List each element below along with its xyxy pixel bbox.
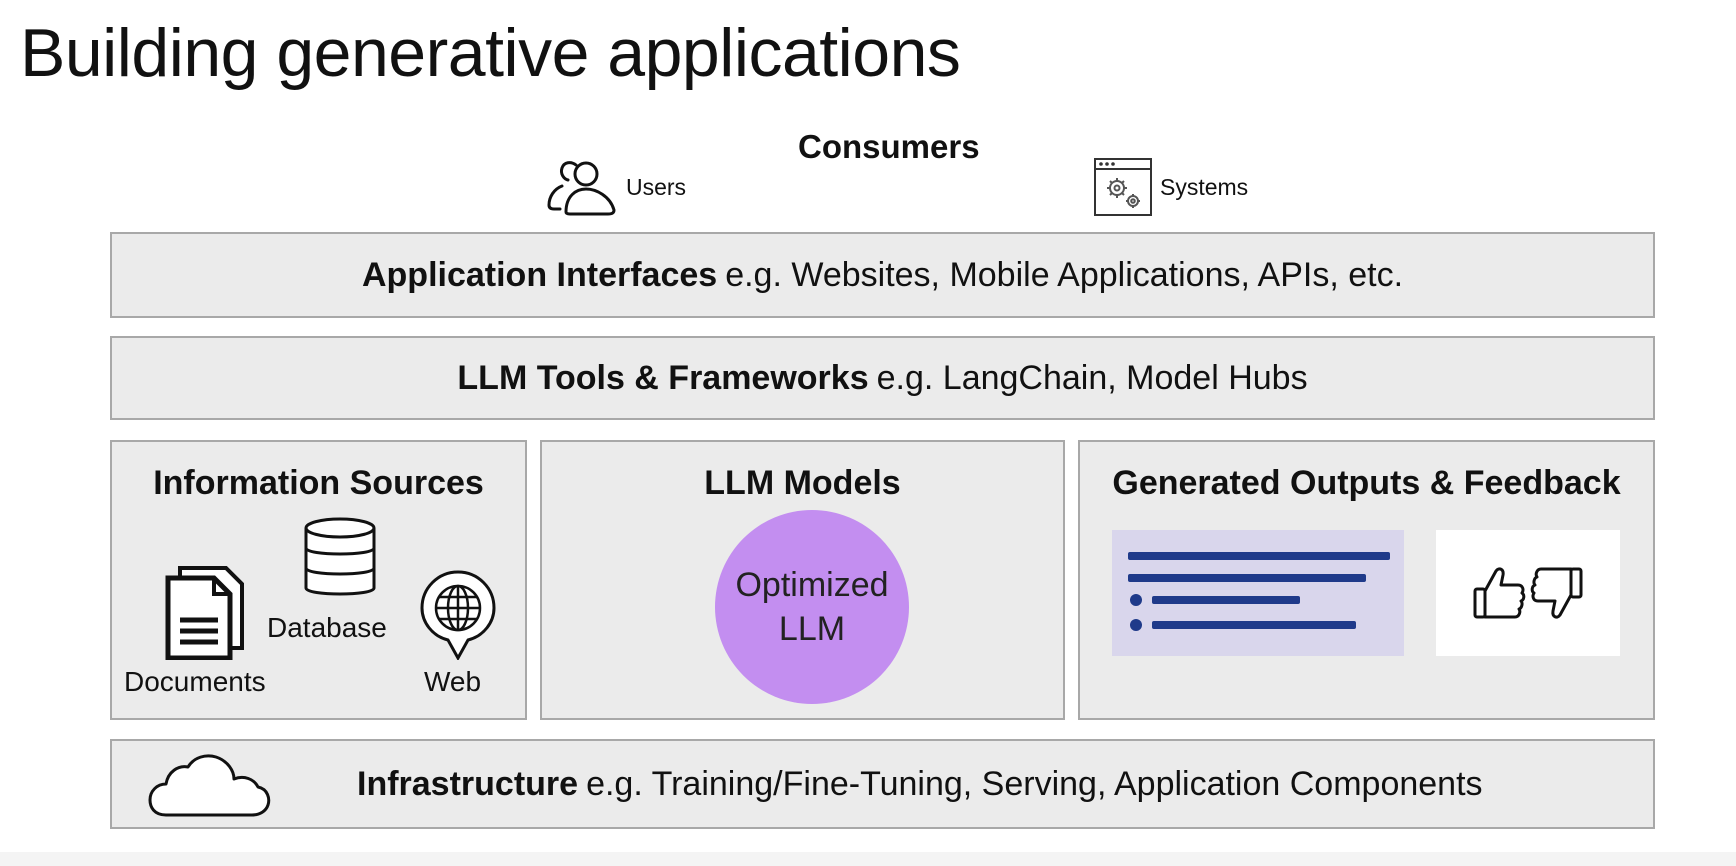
documents-icon <box>165 566 244 660</box>
thumbs-down-icon[interactable] <box>1530 565 1584 621</box>
application-interfaces-layer: Application Interfaces e.g. Websites, Mo… <box>110 232 1655 318</box>
feedback-card <box>1436 530 1620 656</box>
systems-gear-icon <box>1094 158 1152 216</box>
web-label: Web <box>424 666 482 697</box>
documents-label: Documents <box>124 666 266 697</box>
generated-outputs-panel: Generated Outputs & Feedback <box>1078 440 1655 720</box>
information-sources-title: Information Sources <box>153 464 484 502</box>
text-lines-icon <box>1128 552 1390 631</box>
information-sources-panel: Information Sources Documents Database W… <box>110 440 527 720</box>
web-globe-icon <box>420 570 496 660</box>
optimized-llm-circle: Optimized LLM <box>715 510 909 704</box>
systems-label: Systems <box>1160 173 1249 200</box>
llm-tools-label: LLM Tools & Frameworks <box>457 358 869 397</box>
optimized-llm-line1: Optimized <box>735 566 889 604</box>
bottom-strip <box>0 852 1736 866</box>
llm-tools-examples: e.g. LangChain, Model Hubs <box>876 358 1308 397</box>
llm-models-panel: LLM Models Optimized LLM <box>540 440 1065 720</box>
cloud-icon <box>148 754 271 817</box>
application-interfaces-label: Application Interfaces <box>361 255 718 294</box>
thumbs-up-icon[interactable] <box>1472 565 1526 621</box>
optimized-llm-line2: LLM <box>778 610 846 648</box>
users-label: Users <box>626 173 687 200</box>
generated-outputs-title: Generated Outputs & Feedback <box>1112 464 1621 502</box>
generated-text-card <box>1112 530 1404 656</box>
database-icon <box>304 517 376 596</box>
consumer-users: Users <box>546 158 686 216</box>
consumer-systems: Systems <box>1092 156 1248 218</box>
application-interfaces-examples: e.g. Websites, Mobile Applications, APIs… <box>725 255 1404 294</box>
database-label: Database <box>267 612 387 643</box>
consumers-heading: Consumers <box>798 128 980 165</box>
page-title: Building generative applications <box>20 15 961 91</box>
llm-tools-layer: LLM Tools & Frameworks e.g. LangChain, M… <box>110 336 1655 420</box>
infrastructure-label: Infrastructure <box>357 764 579 803</box>
infrastructure-examples: e.g. Training/Fine-Tuning, Serving, Appl… <box>586 764 1483 803</box>
llm-models-title: LLM Models <box>704 464 901 502</box>
users-icon <box>547 161 616 216</box>
